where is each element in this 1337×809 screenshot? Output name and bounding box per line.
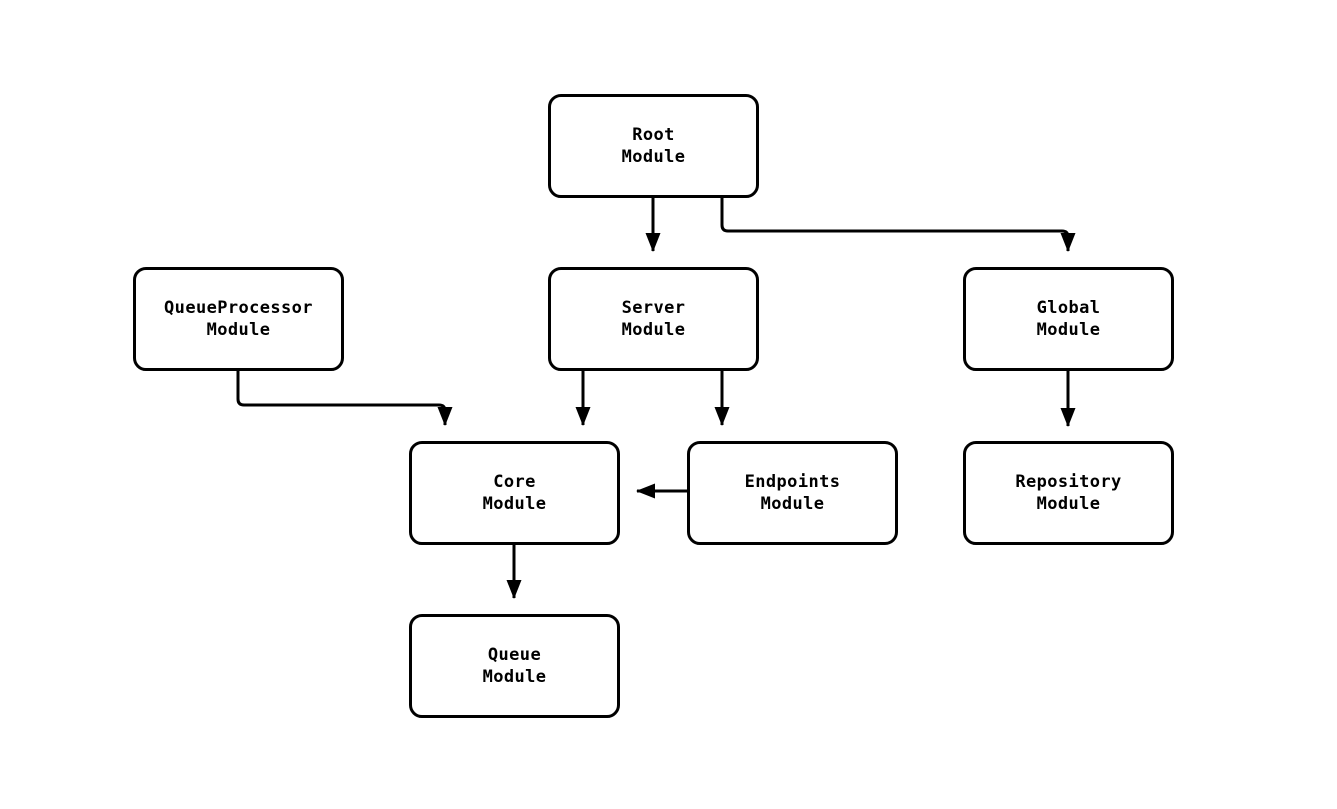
node-server-module-line2: Module <box>621 320 686 340</box>
node-server-module[interactable]: Server Module <box>548 267 759 371</box>
node-root-module-line1: Root <box>632 125 675 145</box>
edge-root-to-global <box>720 198 1076 252</box>
node-server-module-line1: Server <box>621 298 686 318</box>
node-repository-module-line1: Repository <box>1015 472 1122 492</box>
node-core-module-line2: Module <box>482 494 547 514</box>
node-queueprocessor-module-line2: Module <box>206 320 271 340</box>
node-core-module-line1: Core <box>493 472 536 492</box>
node-queueprocessor-module-line1: QueueProcessor <box>164 298 313 318</box>
node-root-module-line2: Module <box>621 147 686 167</box>
node-endpoints-module-line2: Module <box>760 494 825 514</box>
node-root-module[interactable]: Root Module <box>548 94 759 198</box>
node-queueprocessor-module[interactable]: QueueProcessor Module <box>133 267 344 371</box>
node-global-module-line1: Global <box>1036 298 1101 318</box>
node-global-module[interactable]: Global Module <box>963 267 1174 371</box>
node-endpoints-module-line1: Endpoints <box>744 472 841 492</box>
node-queue-module[interactable]: Queue Module <box>409 614 620 718</box>
node-core-module[interactable]: Core Module <box>409 441 620 545</box>
node-repository-module[interactable]: Repository Module <box>963 441 1174 545</box>
edge-queueprocessor-to-core <box>236 371 453 426</box>
node-endpoints-module[interactable]: Endpoints Module <box>687 441 898 545</box>
node-queue-module-line2: Module <box>482 667 547 687</box>
node-repository-module-line2: Module <box>1036 494 1101 514</box>
node-global-module-line2: Module <box>1036 320 1101 340</box>
node-queue-module-line1: Queue <box>487 645 542 665</box>
